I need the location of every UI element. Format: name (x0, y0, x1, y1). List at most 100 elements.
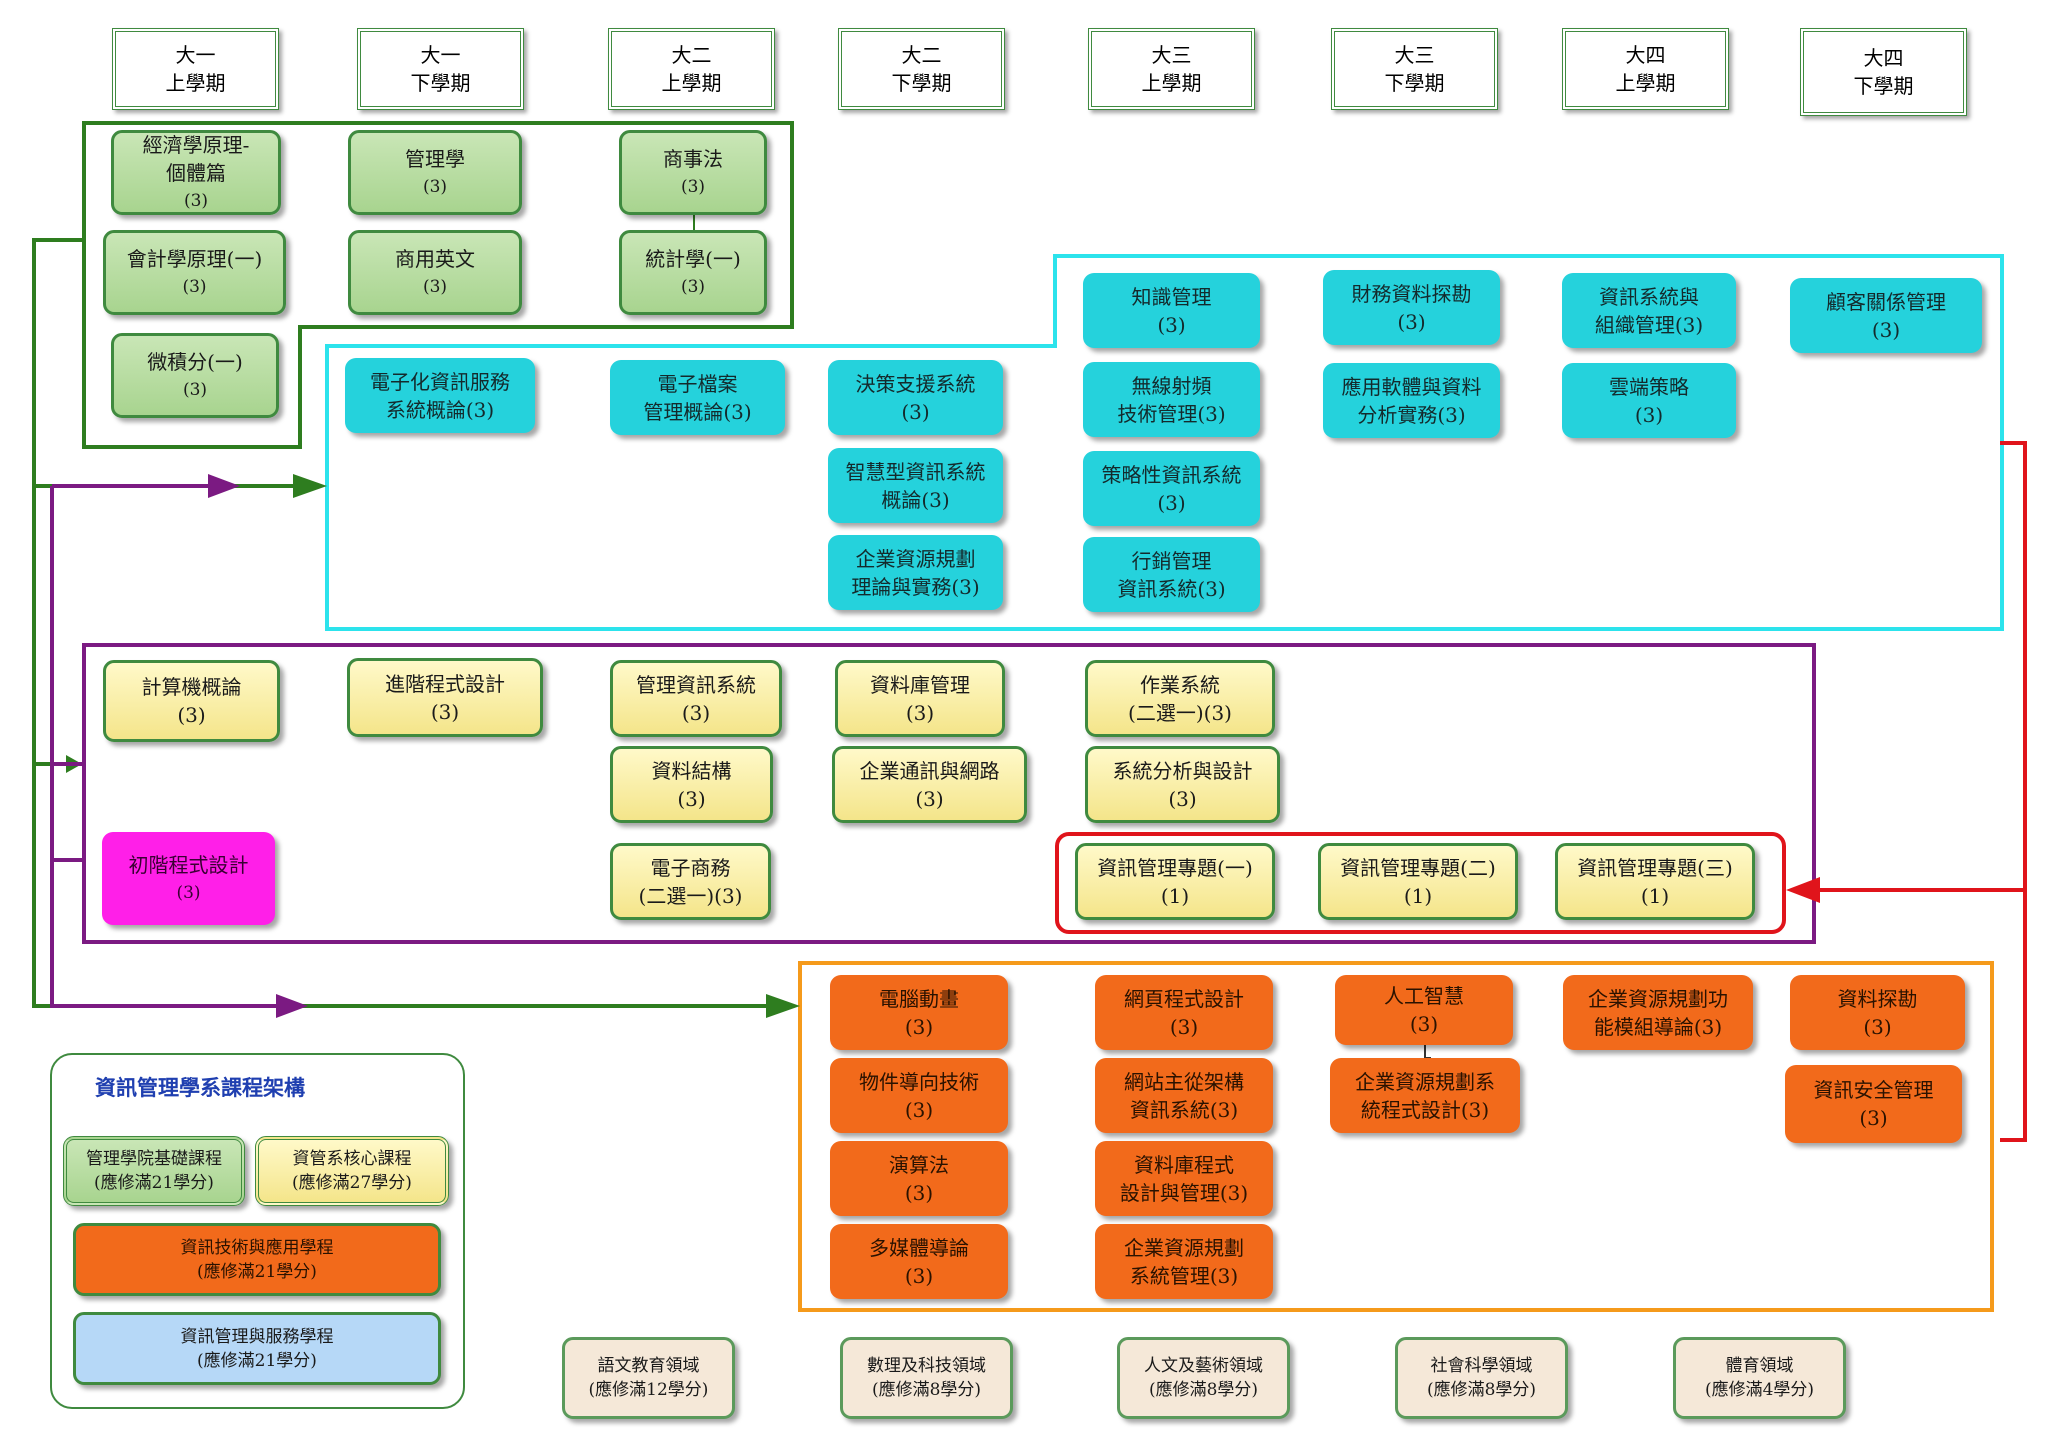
course-box[interactable]: 資訊系統與組織管理(3) (1562, 273, 1736, 348)
course-box[interactable]: 資料庫程式設計與管理(3) (1095, 1141, 1273, 1216)
course-label: 資料探勘 (1837, 986, 1918, 1011)
course-box[interactable]: 微積分(一)(3) (111, 333, 279, 418)
course-label: 資訊管理專題(二) (1340, 855, 1496, 880)
course-box[interactable]: 經濟學原理-個體篇(3) (111, 130, 281, 215)
course-label: 管理學院基礎課程 (86, 1149, 222, 1169)
course-box[interactable]: 資料庫管理(3) (835, 660, 1005, 737)
course-box-intro-programming[interactable]: 初階程式設計(3) (102, 832, 275, 925)
course-label: (3) (677, 786, 706, 811)
course-label: (二選一)(3) (638, 883, 743, 908)
course-box[interactable]: 財務資料探勘(3) (1323, 270, 1500, 345)
course-label: 管理概論(3) (643, 399, 752, 424)
semester-header: 大二下學期 (838, 28, 1005, 110)
course-box[interactable]: 計算機概論(3) (103, 660, 280, 742)
course-box[interactable]: 資訊管理專題(三)(1) (1555, 843, 1755, 920)
course-label: (1) (1160, 883, 1190, 908)
course-box[interactable]: 會計學原理(一)(3) (103, 230, 286, 315)
course-box[interactable]: 電子檔案管理概論(3) (610, 360, 785, 435)
semester-header: 大一上學期 (112, 28, 279, 110)
course-box[interactable]: 電腦動畫(3) (830, 975, 1008, 1050)
course-box[interactable]: 網頁程式設計(3) (1095, 975, 1273, 1050)
course-label: 數理及科技領域 (867, 1356, 986, 1376)
course-box[interactable]: 企業通訊與網路(3) (832, 746, 1027, 823)
course-box[interactable]: 企業資源規劃系統管理(3) (1095, 1224, 1273, 1299)
course-label: 系統管理(3) (1129, 1263, 1239, 1288)
course-label: 資料庫程式 (1134, 1152, 1234, 1177)
course-box[interactable]: 管理資訊系統(3) (610, 660, 782, 737)
course-label: 資訊管理專題(三) (1577, 855, 1733, 880)
course-box[interactable]: 資料結構 (3) (610, 746, 773, 823)
course-box[interactable]: 系統分析與設計(3) (1085, 746, 1280, 823)
course-label: (應修滿21學分) (197, 1350, 317, 1371)
course-label: (3) (177, 703, 206, 727)
term-label: 上學期 (1615, 71, 1676, 95)
year-label: 大一 (175, 43, 216, 67)
course-label: 行銷管理 (1131, 548, 1212, 573)
course-label: 設計與管理(3) (1119, 1180, 1249, 1205)
course-label: 系統分析與設計 (1112, 758, 1253, 783)
course-box[interactable]: 統計學(一)(3) (619, 230, 767, 315)
course-box[interactable]: 商事法(3) (619, 130, 767, 215)
course-box[interactable]: 資訊管理專題(一)(1) (1075, 843, 1275, 920)
course-label: 資管系核心課程 (292, 1149, 412, 1169)
course-label: (3) (1634, 402, 1664, 427)
course-box[interactable]: 資料探勘(3) (1790, 975, 1965, 1050)
course-box[interactable]: 顧客關係管理(3) (1790, 278, 1982, 353)
arrow-to-core (66, 755, 82, 773)
course-label: (3) (680, 176, 706, 197)
course-box[interactable]: 資訊安全管理(3) (1785, 1065, 1962, 1143)
course-box[interactable]: 資訊管理專題(二)(1) (1318, 843, 1518, 920)
course-label: (3) (182, 276, 207, 297)
year-label: 大二 (671, 43, 712, 67)
course-label: 財務資料探勘 (1351, 281, 1472, 306)
course-label: (3) (182, 379, 208, 400)
semester-header: 大四上學期 (1562, 28, 1729, 110)
course-box[interactable]: 電子化資訊服務系統概論(3) (345, 358, 535, 433)
course-box[interactable]: 企業資源規劃功能模組導論(3) (1563, 975, 1753, 1050)
course-box[interactable]: 企業資源規劃系統程式設計(3) (1330, 1058, 1520, 1133)
general-education-box[interactable]: 體育領域(應修滿4學分) (1673, 1337, 1846, 1419)
course-label: (3) (1859, 1106, 1888, 1130)
course-box[interactable]: 電子商務(二選一)(3) (610, 843, 771, 920)
semester-header: 大三上學期 (1088, 28, 1255, 110)
course-label: 雲端策略 (1609, 374, 1689, 399)
course-label: 資訊系統(3) (1117, 576, 1226, 601)
year-label: 大三 (1394, 43, 1435, 67)
course-box[interactable]: 商用英文(3) (348, 230, 522, 315)
general-education-box[interactable]: 語文教育領域(應修滿12學分) (562, 1337, 735, 1419)
course-box[interactable]: 網站主從架構資訊系統(3) (1095, 1058, 1273, 1133)
course-label: 個體篇 (166, 160, 226, 185)
course-box[interactable]: 物件導向技術(3) (830, 1058, 1008, 1133)
course-box[interactable]: 企業資源規劃理論與實務(3) (828, 535, 1003, 610)
course-box[interactable]: 智慧型資訊系統概論(3) (828, 448, 1003, 523)
course-box[interactable]: 作業系統(二選一)(3) (1085, 660, 1275, 737)
general-education-box[interactable]: 社會科學領域(應修滿8學分) (1395, 1337, 1568, 1419)
course-box[interactable]: 演算法(3) (830, 1141, 1008, 1216)
course-box[interactable]: 應用軟體與資料分析實務(3) (1323, 363, 1500, 438)
course-box[interactable]: 決策支援系統(3) (828, 360, 1003, 435)
course-box[interactable]: 知識管理(3) (1083, 273, 1260, 348)
course-label: 物件導向技術 (859, 1069, 979, 1094)
course-label: 技術管理(3) (1117, 401, 1226, 426)
course-label: 資料結構 (651, 758, 732, 783)
course-label: (3) (904, 1263, 934, 1288)
course-label: 商用英文 (395, 246, 475, 271)
course-box[interactable]: 人工智慧(3) (1335, 975, 1513, 1045)
course-box[interactable]: 策略性資訊系統(3) (1083, 451, 1260, 526)
course-label: (3) (1871, 317, 1901, 342)
course-label: (應修滿8學分) (1148, 1380, 1259, 1400)
course-box[interactable]: 行銷管理資訊系統(3) (1083, 537, 1260, 612)
course-box[interactable]: 進階程式設計(3) (347, 658, 543, 737)
course-box[interactable]: 無線射頻技術管理(3) (1083, 362, 1260, 437)
course-box[interactable]: 多媒體導論(3) (830, 1224, 1008, 1299)
course-box[interactable]: 雲端策略 (3) (1562, 363, 1736, 438)
legend-core: 資管系核心課程(應修滿27學分) (255, 1136, 449, 1206)
general-education-box[interactable]: 數理及科技領域(應修滿8學分) (840, 1337, 1013, 1419)
course-label: 體育領域 (1725, 1356, 1794, 1376)
course-label: 統程式設計(3) (1360, 1097, 1490, 1122)
course-box[interactable]: 管理學(3) (348, 130, 522, 215)
general-education-box[interactable]: 人文及藝術領域(應修滿8學分) (1117, 1337, 1290, 1419)
course-label: 企業資源規劃系 (1355, 1069, 1495, 1094)
year-label: 大四 (1863, 46, 1904, 70)
course-label: (3) (915, 786, 944, 811)
